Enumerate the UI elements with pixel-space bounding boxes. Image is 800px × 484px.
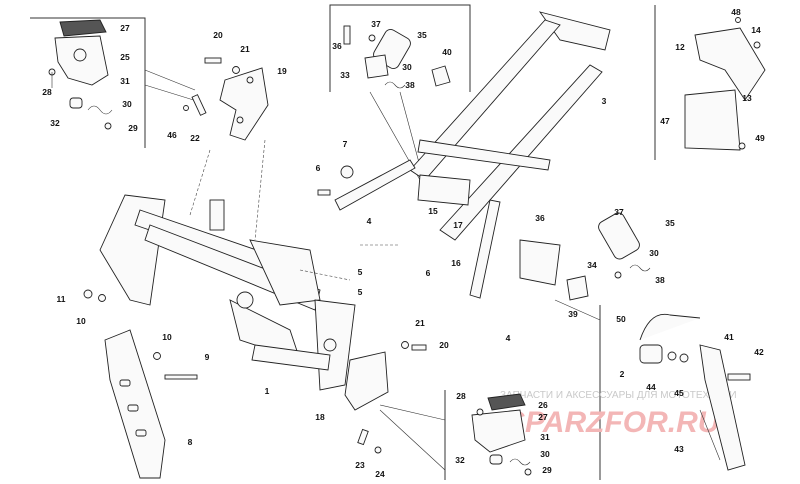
mudguard-bracket (684, 17, 766, 151)
guide-lines (189, 139, 400, 281)
callout-25: 25 (120, 52, 130, 62)
callout-27: 27 (120, 23, 130, 33)
callout-24: 24 (375, 469, 385, 479)
callout-8: 8 (188, 437, 193, 447)
callout-21: 21 (240, 44, 250, 54)
watermark-text: ЗАПЧАСТИ И АКСЕССУАРЫ ДЛЯ МОТОТЕХНИКИ (500, 390, 737, 401)
callout-40: 40 (442, 47, 452, 57)
subframe-3 (317, 11, 611, 299)
callout-27: 27 (538, 412, 548, 422)
detail-frames (30, 4, 656, 480)
main-frame-1 (99, 194, 356, 391)
callout-23: 23 (355, 460, 365, 470)
callout-36: 36 (535, 213, 545, 223)
callout-6: 6 (426, 268, 431, 278)
callout-37: 37 (614, 207, 624, 217)
callout-46: 46 (167, 130, 177, 140)
callout-32: 32 (455, 455, 465, 465)
lower-bracket-18 (344, 341, 427, 454)
callout-5: 5 (358, 267, 363, 277)
callout-21: 21 (415, 318, 425, 328)
callout-30: 30 (402, 62, 412, 72)
callout-11: 11 (57, 294, 66, 304)
callout-22: 22 (190, 133, 200, 143)
callout-30: 30 (649, 248, 659, 258)
callout-7: 7 (343, 139, 348, 149)
callout-30: 30 (540, 449, 550, 459)
callout-3: 3 (602, 96, 607, 106)
callout-4: 4 (506, 333, 511, 343)
callout-17: 17 (453, 220, 463, 230)
callout-29: 29 (128, 123, 138, 133)
callout-38: 38 (655, 275, 665, 285)
callout-4: 4 (367, 216, 372, 226)
footpeg-assembly-left (48, 19, 113, 130)
footpeg-assembly-top (343, 25, 451, 89)
callout-10: 10 (76, 316, 86, 326)
callout-1: 1 (265, 386, 270, 396)
callout-30: 30 (122, 99, 132, 109)
watermark-logo: SPARZFOR.RU (505, 406, 721, 439)
callout-35: 35 (417, 30, 427, 40)
callout-16: 16 (451, 258, 461, 268)
callout-19: 19 (277, 66, 287, 76)
callout-26: 26 (538, 400, 548, 410)
bracket-19 (183, 57, 269, 141)
callout-36: 36 (332, 41, 342, 51)
footpeg-assembly-right (519, 212, 651, 301)
callout-18: 18 (315, 412, 325, 422)
callout-43: 43 (674, 444, 684, 454)
callout-10: 10 (162, 332, 172, 342)
callout-44: 44 (646, 382, 656, 392)
callout-42: 42 (754, 347, 764, 357)
callout-29: 29 (542, 465, 552, 475)
callout-31: 31 (120, 76, 130, 86)
callout-15: 15 (428, 206, 438, 216)
callout-32: 32 (50, 118, 60, 128)
callout-31: 31 (540, 432, 550, 442)
callout-9: 9 (205, 352, 210, 362)
callout-39: 39 (568, 309, 578, 319)
callout-41: 41 (724, 332, 734, 342)
callout-38: 38 (405, 80, 415, 90)
callout-48: 48 (731, 7, 741, 17)
callout-12: 12 (675, 42, 685, 52)
callout-20: 20 (213, 30, 223, 40)
callout-34: 34 (587, 260, 597, 270)
callout-5: 5 (358, 287, 363, 297)
side-plate-8 (83, 289, 198, 479)
sidestand-assembly (639, 313, 751, 471)
callout-6: 6 (316, 163, 321, 173)
callout-35: 35 (665, 218, 675, 228)
callout-13: 13 (742, 93, 752, 103)
callout-47: 47 (660, 116, 670, 126)
callout-45: 45 (674, 388, 684, 398)
callout-2: 2 (620, 369, 625, 379)
callout-49: 49 (755, 133, 765, 143)
callout-28: 28 (42, 87, 52, 97)
callout-50: 50 (616, 314, 626, 324)
callout-37: 37 (371, 19, 381, 29)
callout-14: 14 (751, 25, 761, 35)
callout-28: 28 (456, 391, 466, 401)
watermark: ЗАПЧАСТИ И АКСЕССУАРЫ ДЛЯ МОТОТЕХНИКИ SP… (500, 390, 737, 439)
callout-20: 20 (439, 340, 449, 350)
footpeg-assembly-lower (471, 393, 532, 476)
callout-33: 33 (340, 70, 350, 80)
